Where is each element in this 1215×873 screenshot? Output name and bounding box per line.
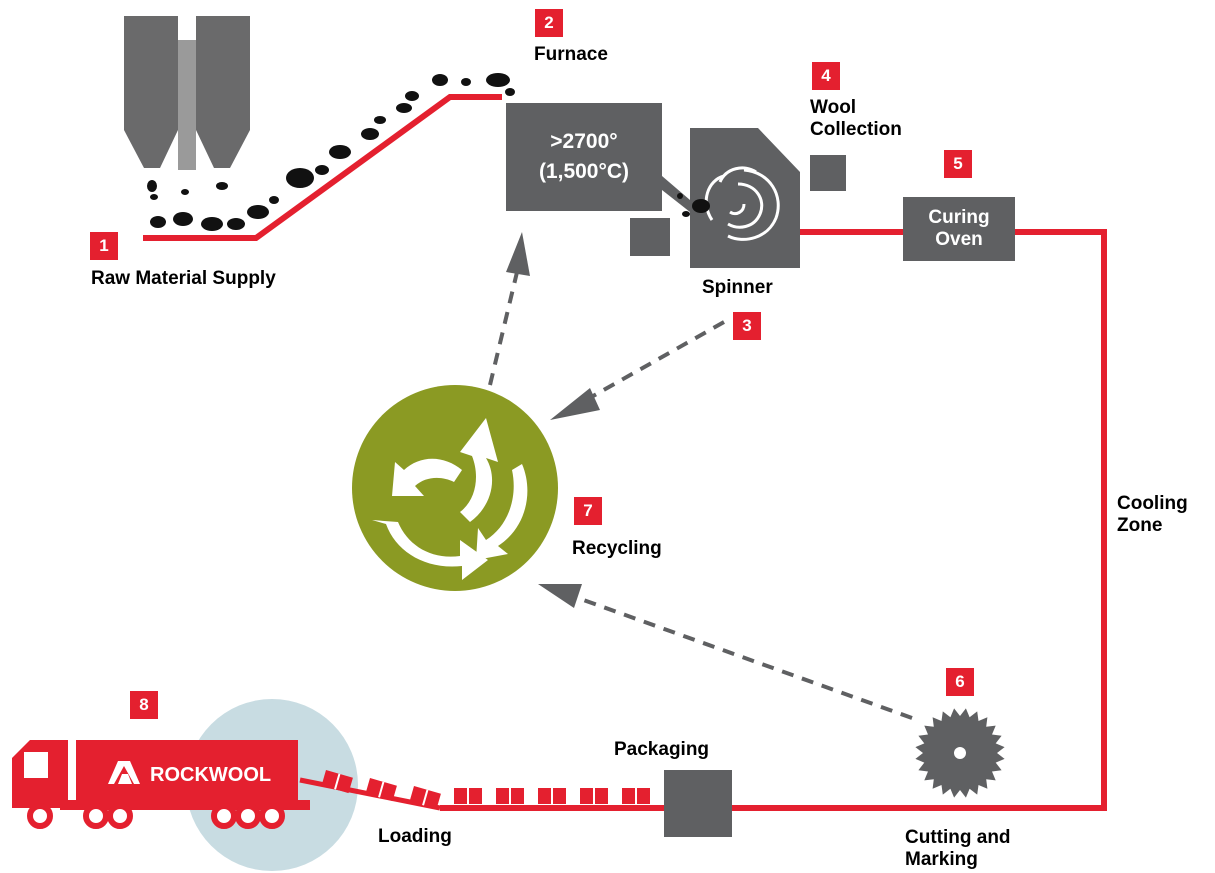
curing-line-1: Curing [928, 207, 990, 228]
step-label-furnace: Furnace [534, 44, 608, 65]
product-pack [538, 788, 566, 804]
saw-blade-icon [915, 708, 1005, 798]
furnace-outlet [630, 218, 670, 256]
step-label-wool-collection: Wool Collection [810, 97, 902, 141]
product-pack [622, 788, 650, 804]
arrow-head-spinner-recycle [550, 388, 600, 420]
cooling-line-1: Cooling [1117, 493, 1188, 514]
step-label-loading: Loading [378, 826, 452, 847]
step-badge-4: 4 [812, 62, 840, 90]
step-badge-7: 7 [574, 497, 602, 525]
step-badge-5: 5 [944, 150, 972, 178]
recycling-icon [352, 385, 558, 591]
cooling-zone-label: Cooling Zone [1117, 493, 1188, 537]
product-packs [321, 770, 650, 810]
product-pack [409, 786, 441, 810]
wool-line-1: Wool [810, 97, 857, 118]
truck-brand-text: ROCKWOOL [150, 764, 271, 786]
step-badge-3: 3 [733, 312, 761, 340]
step-label-recycling: Recycling [572, 538, 662, 559]
recycle-arrows [488, 232, 913, 720]
furnace-temp-c: (1,500°C) [538, 160, 630, 183]
step-badge-2: 2 [535, 9, 563, 37]
raw-material-rocks [147, 73, 515, 231]
raw-material-conveyor [143, 94, 502, 241]
truck-icon: ROCKWOOL [12, 740, 310, 829]
packaging-label: Packaging [614, 739, 710, 760]
product-pack [496, 788, 524, 804]
furnace-box [506, 103, 662, 211]
arrow-recycle-to-furnace [488, 267, 520, 386]
step-label-raw-material: Raw Material Supply [91, 268, 276, 289]
wool-collection-box [810, 155, 846, 191]
step-badge-6: 6 [946, 668, 974, 696]
arrow-head-furnace [506, 232, 530, 276]
product-pack [454, 788, 482, 804]
production-line [730, 229, 1107, 811]
packaging-box [664, 770, 732, 837]
product-pack [580, 788, 608, 804]
step-label-spinner: Spinner [702, 277, 773, 298]
product-pack [321, 770, 353, 794]
step-badge-1: 1 [90, 232, 118, 260]
step-label-cutting: Cutting and Marking [905, 827, 1011, 871]
step-badge-8: 8 [130, 691, 158, 719]
curing-oven-box [903, 197, 1015, 261]
spinner-machine [677, 128, 800, 268]
arrow-head-cutting-recycle [538, 584, 582, 608]
cutting-line-1: Cutting and [905, 827, 1011, 848]
cooling-line-2: Zone [1117, 515, 1163, 536]
product-pack [365, 778, 397, 802]
furnace-temp-text: >2700° (1,500°C) [506, 127, 662, 187]
curing-line-2: Oven [935, 229, 983, 250]
furnace-temp-f: >2700° [550, 130, 618, 153]
arrow-cutting-to-recycle [577, 596, 913, 720]
wool-line-2: Collection [810, 119, 902, 140]
furnace-chute [662, 176, 690, 212]
saw-blade-hub [954, 747, 966, 759]
curing-oven-text: Curing Oven [903, 207, 1015, 251]
silos [124, 16, 250, 170]
arrow-spinner-to-recycle [585, 320, 725, 402]
rockwool-logo-icon [108, 761, 140, 784]
cutting-line-2: Marking [905, 849, 978, 870]
